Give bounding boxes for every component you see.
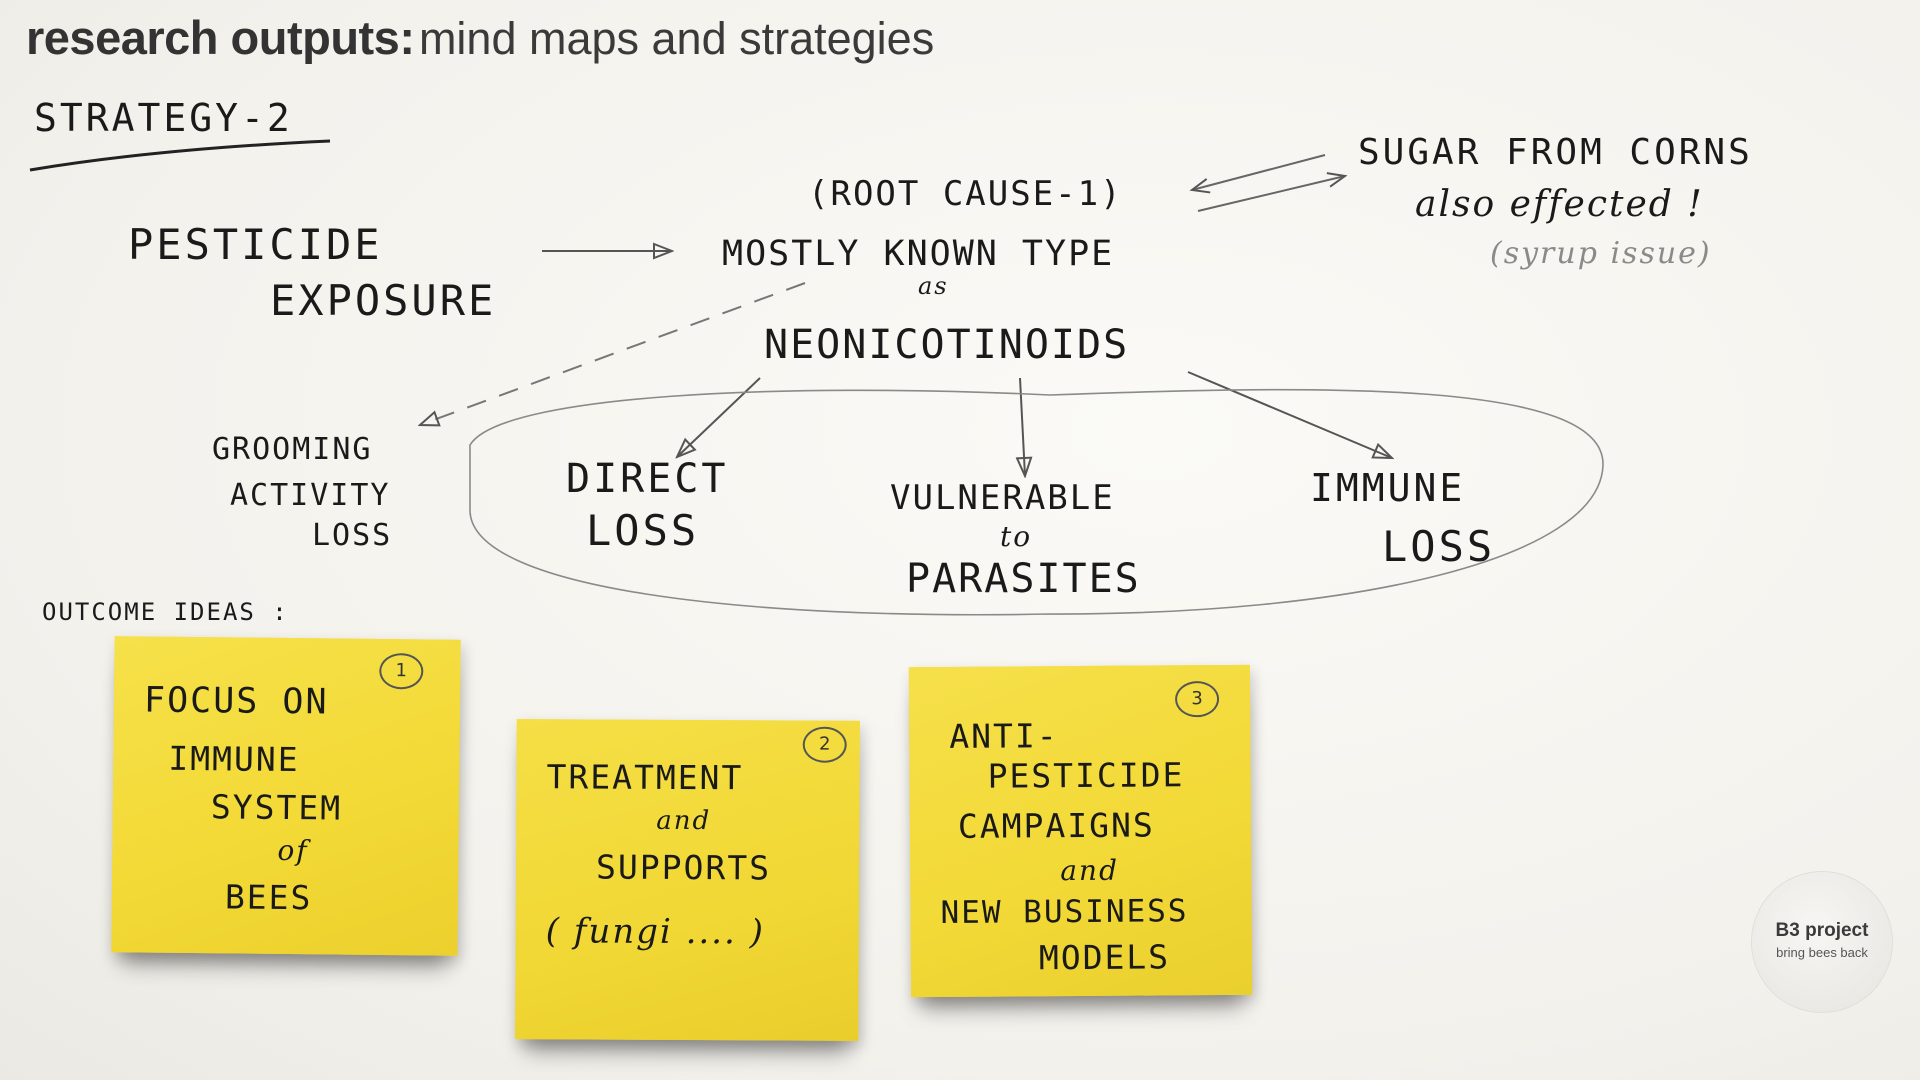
- note-2-line-3: Supports: [595, 847, 772, 888]
- note-2-number-badge: 2: [802, 726, 847, 763]
- note-1-number-badge: 1: [379, 652, 424, 690]
- side-arrow-to-root: [1189, 154, 1326, 194]
- logo-title: B3 project: [1775, 920, 1869, 941]
- note-1-line-3: System: [210, 787, 343, 828]
- direct-line-1: Direct: [566, 456, 729, 502]
- note-3-line-4: and: [1060, 853, 1120, 888]
- grooming-line-1: Grooming: [212, 432, 373, 467]
- side-arrow-to-note: [1197, 172, 1348, 212]
- grooming-line-2: Activity: [230, 478, 391, 513]
- strategy-underline: [29, 139, 331, 172]
- note-1-line-4: of: [277, 833, 309, 868]
- sticky-note-3: 3 Anti- Pesticide Campaigns and new Busi…: [908, 664, 1253, 998]
- note-2-line-2: and: [656, 805, 712, 837]
- side-note-line-1-text: Sugar from Corns: [1358, 132, 1753, 173]
- cause-line-1: Pesticide: [128, 220, 383, 269]
- vulnerable-line-2: to: [1000, 520, 1033, 553]
- vulnerable-arrow: [1020, 377, 1025, 476]
- strategy-heading: Strategy-2: [34, 96, 293, 140]
- outcome-heading: Outcome ideas :: [42, 598, 289, 626]
- note-1-line-2: Immune: [168, 738, 300, 780]
- note-1-line-1: Focus on: [143, 680, 329, 723]
- note-3-line-2: Pesticide: [987, 755, 1185, 796]
- immune-line-1: Immune: [1310, 466, 1466, 510]
- vulnerable-line-1: Vulnerable: [890, 478, 1115, 518]
- b3-project-logo: B3 project bring bees back: [1752, 872, 1892, 1012]
- grooming-line-3: Loss: [312, 518, 393, 553]
- page-title-bold: research outputs:: [26, 11, 415, 64]
- root-line-3: Neonicotinoids: [764, 322, 1130, 368]
- root-line-1: Mostly known type: [722, 234, 1115, 274]
- immune-arrow: [1187, 371, 1392, 458]
- sticky-note-1: 1 Focus on Immune System of Bees: [111, 636, 461, 956]
- grooming-dashed-arrow: [420, 282, 806, 425]
- immune-line-2: Loss: [1382, 522, 1496, 571]
- page-title: research outputs: mind maps and strategi…: [26, 10, 934, 65]
- vulnerable-line-3: Parasites: [906, 556, 1141, 602]
- note-3-line-3: Campaigns: [957, 805, 1155, 846]
- note-3-line-5: new Business: [940, 893, 1189, 931]
- note-2-line-4: ( fungi .... ): [545, 911, 766, 953]
- note-1-line-5: Bees: [224, 877, 313, 918]
- root-line-2: as: [918, 272, 949, 300]
- direct-line-2: Loss: [586, 506, 700, 555]
- root-cause-label: (Root cause-1): [808, 174, 1123, 214]
- note-3-line-6: Models: [1038, 937, 1171, 978]
- side-note-line-2: also effected !: [1415, 184, 1704, 225]
- note-2-line-1: Treatment: [546, 757, 744, 798]
- cause-line-2: Exposure: [270, 276, 497, 325]
- effects-enclosure: [469, 388, 1604, 616]
- side-note-line-3: (syrup issue): [1490, 236, 1712, 271]
- direct-arrow: [677, 377, 761, 457]
- note-3-number-badge: 3: [1174, 681, 1220, 718]
- logo-subtitle: bring bees back: [1776, 945, 1868, 960]
- note-3-line-1: Anti-: [949, 716, 1059, 756]
- sticky-note-2: 2 Treatment and Supports ( fungi .... ): [515, 719, 860, 1041]
- page-title-light: mind maps and strategies: [418, 13, 935, 64]
